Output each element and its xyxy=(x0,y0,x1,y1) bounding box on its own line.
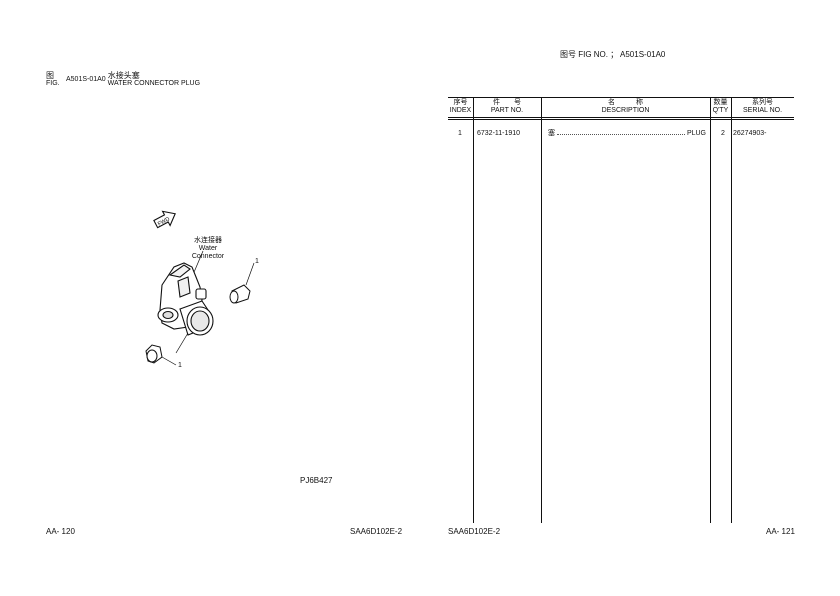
callout-1-right: 1 xyxy=(255,258,259,265)
left-page-number: AA- 120 xyxy=(46,527,75,536)
title-cn: 水接头塞 xyxy=(107,71,140,80)
title-en: WATER CONNECTOR PLUG xyxy=(107,80,201,87)
col-header-qty: 数量 Q'TY xyxy=(712,99,729,114)
row-1-desc-en: PLUG xyxy=(686,130,706,137)
fig-no-header: 图号 FIG NO. ； A501S-01A0 xyxy=(560,50,665,59)
left-model-code: SAA6D102E-2 xyxy=(350,527,403,536)
row-1-part-no: 6732-11-1910 xyxy=(477,130,521,137)
row-1-index: 1 xyxy=(458,130,462,137)
row-1-serial: 26274903- xyxy=(733,130,767,137)
col-header-part-no: 件 号 PART NO. xyxy=(490,99,524,114)
fwd-arrow-icon: FWD xyxy=(153,210,176,229)
svg-text:FWD: FWD xyxy=(157,216,171,227)
col-header-serial: 系列号 SERIAL NO. xyxy=(742,99,783,114)
plug-part-right xyxy=(229,284,251,304)
fig-code: A501S-01A0 xyxy=(66,76,106,83)
fig-no-label: 图号 FIG NO. ； xyxy=(560,50,619,59)
drawing-code: PJ6B427 xyxy=(300,476,333,485)
parts-table: 序号 INDEX 件 号 PART NO. 名 称 DESCRIPTION 数量… xyxy=(448,97,794,523)
plug-part-left xyxy=(145,344,163,364)
row-1-desc-cn: 塞 xyxy=(548,130,555,137)
row-1-qty: 2 xyxy=(721,130,725,137)
connector-label-en: Water Connector xyxy=(191,245,225,260)
fig-label-en: FIG. xyxy=(46,80,60,87)
connector-label: 水连接器 Water Connector xyxy=(186,237,230,261)
fig-label-cn: 图 xyxy=(46,71,54,80)
col-header-index: 序号 INDEX xyxy=(449,99,472,114)
connector-label-cn: 水连接器 xyxy=(194,237,222,244)
water-connector-illustration: FWD xyxy=(145,210,255,366)
dot-leader xyxy=(557,134,685,135)
col-header-description: 名 称 DESCRIPTION xyxy=(601,99,650,114)
right-page-number: AA- 121 xyxy=(766,527,795,536)
fig-no-value: A501S-01A0 xyxy=(620,50,666,59)
row-1-description: 塞 PLUG xyxy=(548,130,706,138)
right-model-code: SAA6D102E-2 xyxy=(448,527,501,536)
water-connector-part xyxy=(157,262,214,336)
figure-title-block: 图 A501S-01A0 水接头塞 FIG. WATER CONNECTOR P… xyxy=(46,71,200,88)
callout-1-left: 1 xyxy=(178,362,182,369)
